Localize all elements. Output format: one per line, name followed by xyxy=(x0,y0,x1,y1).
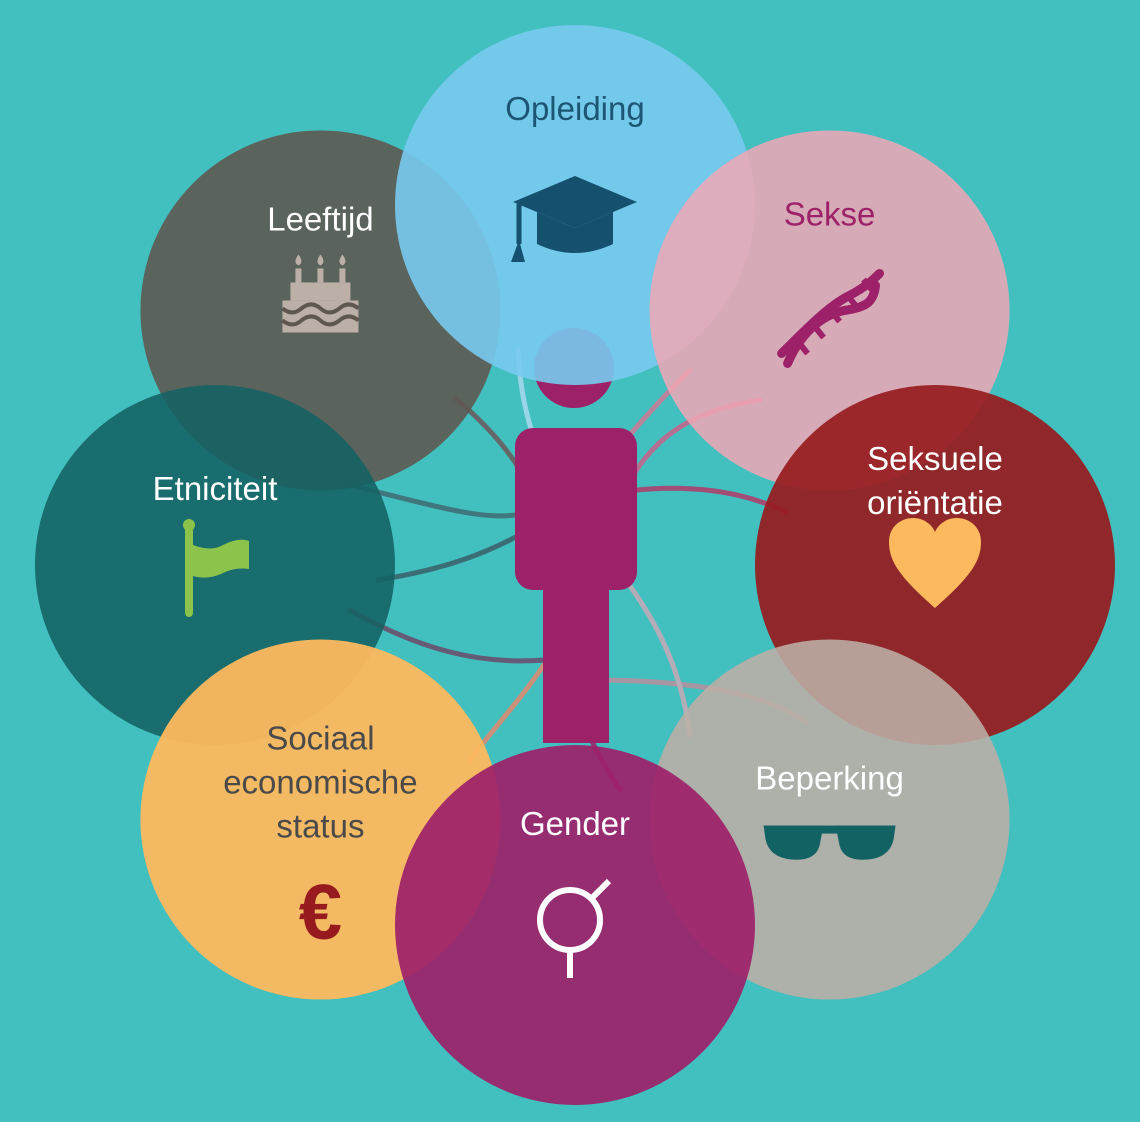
dna-icon xyxy=(777,268,885,368)
svg-text:€: € xyxy=(299,868,342,956)
person-torso xyxy=(515,428,637,590)
person-legs xyxy=(543,575,609,743)
circle-sociaal-economische-status-label-line: Sociaal xyxy=(266,720,374,757)
heart-icon xyxy=(889,518,981,608)
circle-beperking-label-line: Beperking xyxy=(755,760,904,797)
circle-leeftijd-label-line: Leeftijd xyxy=(267,200,373,237)
sunglasses-icon xyxy=(763,825,896,860)
graduation-cap-icon xyxy=(511,176,637,262)
circle-gender: Gender xyxy=(395,745,755,1105)
circle-sociaal-economische-status-label-line: economische xyxy=(223,764,417,801)
circle-seksuele-orientatie-label-line: oriëntatie xyxy=(867,484,1003,521)
birthday-cake-icon xyxy=(281,254,360,333)
gender-symbol-icon xyxy=(537,878,612,978)
circle-opleiding-label-line: Opleiding xyxy=(505,90,644,127)
circle-gender-shape xyxy=(395,745,755,1105)
circle-seksuele-orientatie-label-line: Seksuele xyxy=(867,440,1003,477)
circle-etniciteit-label-line: Etniciteit xyxy=(153,470,278,507)
euro-icon: € xyxy=(299,868,342,956)
circle-sociaal-economische-status-label-line: status xyxy=(276,808,364,845)
circle-gender-label-line: Gender xyxy=(520,805,630,842)
flag-icon xyxy=(183,519,249,617)
circle-sekse-label-line: Sekse xyxy=(784,195,876,232)
